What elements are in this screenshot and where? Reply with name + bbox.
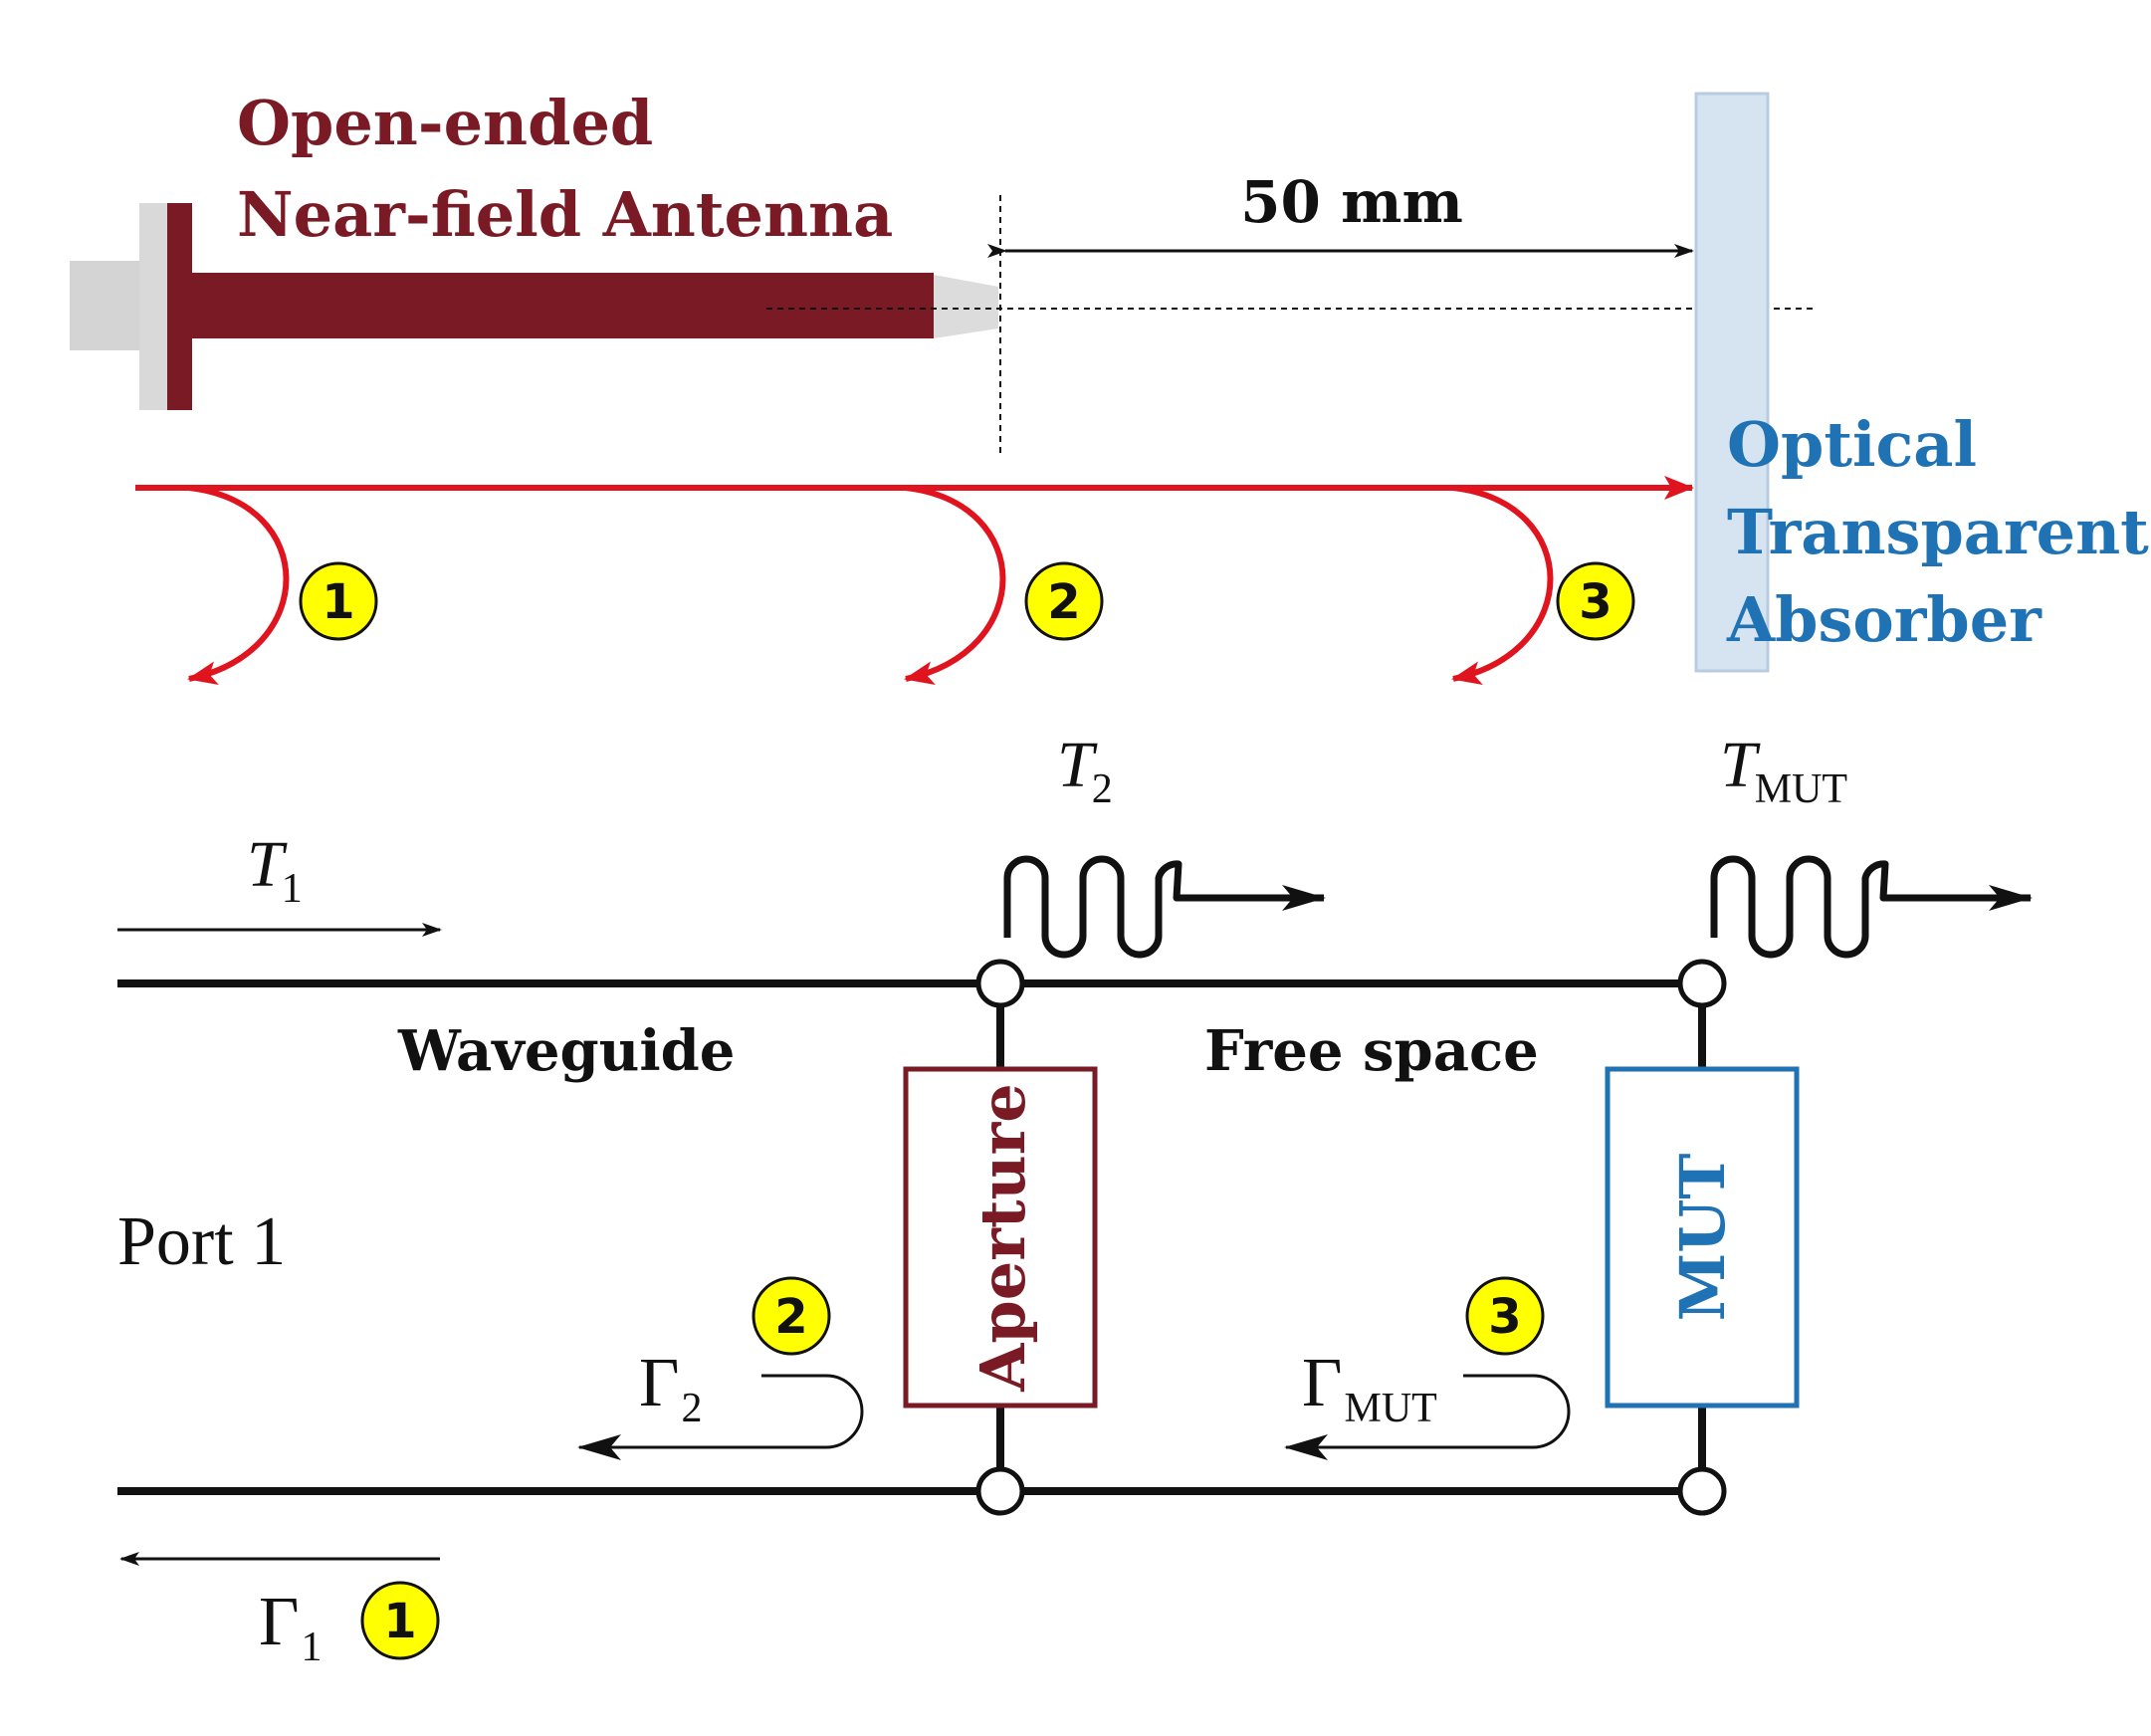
t1-label: T1	[247, 828, 303, 912]
aperture-element	[903, 1066, 1098, 1409]
node-aperture-bottom	[975, 1466, 1025, 1516]
reflection-badge-1: 1	[299, 561, 378, 641]
wave-propagation	[135, 476, 1694, 686]
near-field-antenna	[70, 203, 998, 410]
optical-transparent-absorber	[1694, 92, 1770, 673]
antenna-label-line1: Open-ended	[237, 87, 653, 159]
t2-wave-arrow	[1003, 855, 1326, 959]
mut-element	[1605, 1066, 1800, 1409]
waveguide-label: Waveguide	[397, 1018, 735, 1084]
gammamut-label: ΓMUT	[1302, 1345, 1437, 1431]
svg-text:2: 2	[774, 1289, 807, 1345]
svg-text:3: 3	[1579, 574, 1612, 630]
absorber-label-line2: Transparent	[1727, 496, 2149, 568]
reflection-arrow-1	[187, 485, 290, 686]
reflection-badge-3: 3	[1556, 561, 1635, 641]
t2-label: T2	[1057, 729, 1113, 812]
node-mut-top	[1677, 959, 1727, 1008]
node-mut-bottom	[1677, 1466, 1727, 1516]
svg-text:3: 3	[1488, 1289, 1521, 1345]
reflection-arrow-2	[904, 485, 1006, 686]
gamma2-label: Γ2	[639, 1345, 702, 1431]
absorber-label-line3: Absorber	[1726, 583, 2043, 656]
mut-label: MUT	[1666, 1154, 1739, 1322]
tmut-wave-arrow	[1710, 855, 2033, 959]
gamma1-badge: 1	[360, 1581, 440, 1660]
gammamut-badge: 3	[1465, 1276, 1545, 1356]
svg-text:2: 2	[1047, 574, 1080, 630]
gamma2-badge: 2	[752, 1276, 831, 1356]
distance-label: 50 mm	[1240, 168, 1463, 236]
gamma1-label: Γ1	[259, 1584, 322, 1670]
svg-text:1: 1	[383, 1594, 416, 1649]
gamma2-arrow	[577, 1374, 864, 1460]
reflection-arrow-3	[1451, 485, 1554, 686]
absorber-label-line1: Optical	[1727, 408, 1977, 481]
node-aperture-top	[975, 959, 1025, 1008]
antenna-tip	[934, 275, 998, 338]
aperture-label: Aperture	[967, 1083, 1039, 1392]
antenna-label-line2: Near-field Antenna	[237, 178, 893, 251]
svg-text:1: 1	[322, 574, 354, 630]
antenna-connector	[70, 261, 139, 350]
reflection-badge-2: 2	[1024, 561, 1104, 641]
port-label: Port 1	[117, 1203, 286, 1280]
antenna-body	[181, 273, 934, 338]
tmut-label: TMUT	[1720, 729, 1847, 812]
gammamut-arrow	[1284, 1374, 1571, 1460]
freespace-label: Free space	[1204, 1018, 1539, 1084]
